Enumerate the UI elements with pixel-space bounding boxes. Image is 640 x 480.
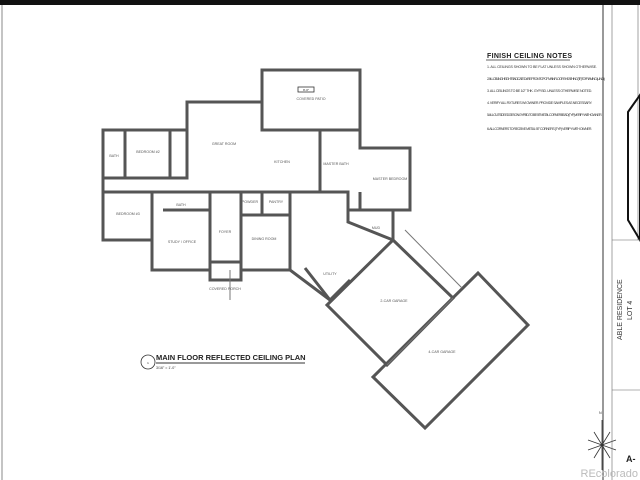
note-4: 4. VERIFY ALL FIXTURES W/ OWNER. PROVIDE…: [487, 101, 592, 105]
logo-icon: [627, 93, 640, 242]
room-bedroom-3: BEDROOM #3: [116, 212, 140, 216]
note-5: 5. ALL OUTSIDE EDGES ON GYP. BD. TO BE 9…: [487, 113, 602, 117]
room-master-bath: MASTER BATH: [323, 162, 349, 166]
north-label: N: [599, 411, 602, 415]
room-bath-2: BATH: [176, 203, 186, 207]
finish-ceiling-notes: FINISH CEILING NOTES 1. ALL CEILINGS SHO…: [486, 53, 605, 131]
note-1: 1. ALL CEILINGS SHOWN TO BE FLAT UNLESS …: [487, 65, 597, 69]
note-3: 3. ALL CEILINGS TO BE 1/2" THK. GYP. BD.…: [487, 89, 592, 93]
room-utility: UTILITY: [323, 272, 337, 276]
room-covered-porch: COVERED PORCH: [209, 287, 241, 291]
room-master-bedroom: MASTER BEDROOM: [373, 177, 408, 181]
walls: [101, 68, 531, 431]
room-powder: POWDER: [242, 200, 259, 204]
project-lot: LOT 4: [627, 301, 634, 320]
room-mud: MUD: [372, 226, 381, 230]
room-labels: COVERED PATIO GREAT ROOM KITCHEN MASTER …: [109, 86, 456, 354]
ceiling-height-tag: [297, 86, 315, 93]
drawing-number: 1: [147, 361, 149, 365]
room-kitchen: KITCHEN: [274, 160, 290, 164]
top-border: [0, 0, 640, 5]
room-bedroom-2: BEDROOM #2: [136, 150, 160, 154]
title-block: ABLE RESIDENCE LOT 4 A-: [602, 5, 640, 480]
watermark: REcolorado: [580, 468, 638, 480]
notes-title: FINISH CEILING NOTES: [487, 53, 572, 60]
room-bath: BATH: [109, 154, 119, 158]
north-arrow-icon: N: [587, 411, 617, 470]
plan-title: MAIN FLOOR REFLECTED CEILING PLAN: [156, 353, 306, 362]
plan-scale: 3/16" = 1'-0": [156, 366, 176, 370]
room-3-car-garage: 4-CAR GARAGE: [428, 350, 456, 354]
room-dining: DINING ROOM: [252, 237, 277, 241]
room-study: STUDY / OFFICE: [168, 240, 197, 244]
room-2-car-garage: 2-CAR GARAGE: [380, 299, 408, 303]
note-6: 6. ALL CORNERS TO RECEIVE METAL 90° CORN…: [487, 127, 592, 131]
room-covered-patio: COVERED PATIO: [296, 97, 325, 101]
room-foyer: FOYER: [219, 230, 232, 234]
ceiling-height-text: 9'-0": [303, 88, 309, 92]
covered-patio: [260, 68, 362, 132]
note-2: 2. ALL CEILING HEIGHTS INDICATED ARE FRO…: [487, 77, 605, 81]
room-great-room: GREAT ROOM: [212, 142, 236, 146]
drawing-title: 1 MAIN FLOOR REFLECTED CEILING PLAN 3/16…: [140, 353, 306, 370]
room-pantry: PANTRY: [269, 200, 284, 204]
project-name: ABLE RESIDENCE: [617, 279, 624, 340]
sheet-number: A-: [626, 454, 636, 464]
